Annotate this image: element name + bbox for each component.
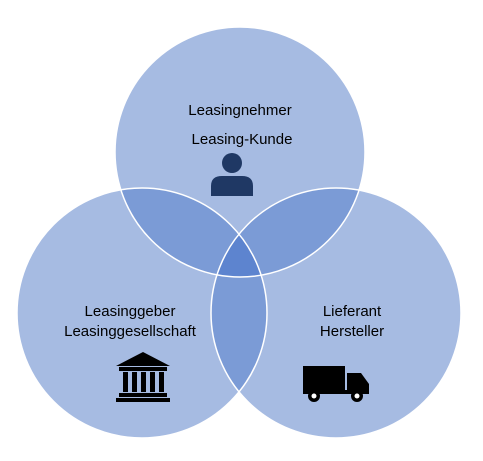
- right-line2: Hersteller: [319, 323, 385, 340]
- overlap-top-right: [211, 188, 365, 277]
- outline-left: [16, 187, 268, 439]
- outline-top: [114, 26, 366, 278]
- overlap-top-left: [115, 188, 267, 277]
- left-line1: Leasinggeber: [84, 303, 176, 320]
- bank-icon: [116, 352, 170, 402]
- person-icon: [211, 153, 253, 196]
- truck-icon: [303, 366, 369, 402]
- top-line2: Leasing-Kunde: [191, 131, 293, 148]
- top-line1: Leasingnehmer: [188, 102, 292, 119]
- outline-right: [210, 187, 462, 439]
- right-line1: Lieferant: [322, 303, 382, 320]
- left-line2: Leasinggesellschaft: [64, 323, 196, 340]
